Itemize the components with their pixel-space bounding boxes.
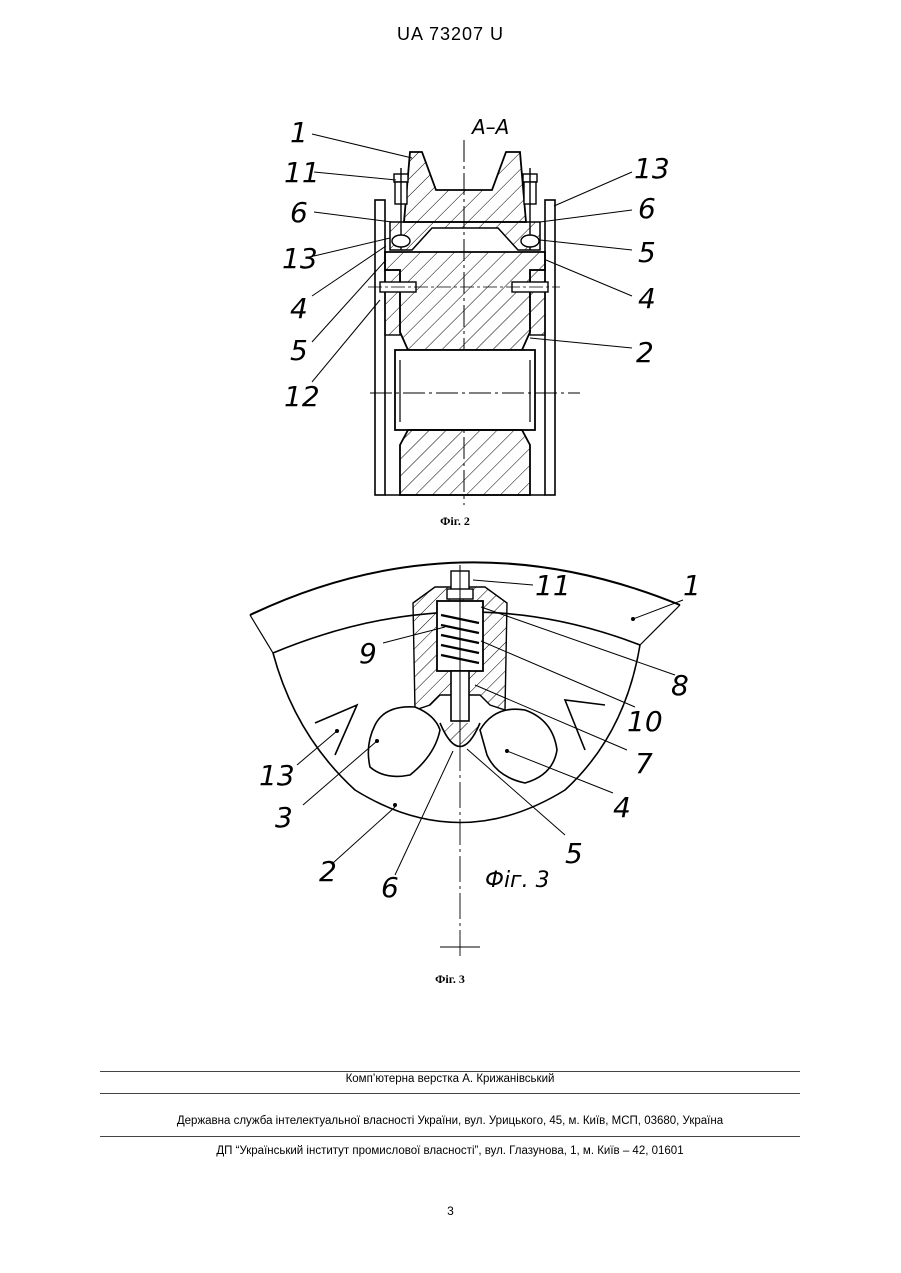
fig3-ball-socket bbox=[440, 723, 480, 747]
fig3-label-7: 7 bbox=[635, 747, 653, 780]
fig2-label-12: 12 bbox=[284, 380, 320, 413]
figure-2-caption: Фіг. 2 bbox=[435, 514, 475, 529]
fig2-part-2-upper bbox=[385, 252, 545, 350]
fig2-label-4-left: 4 bbox=[290, 292, 308, 325]
figure-3-drawing: 11 1 9 8 10 7 13 3 4 2 5 6 Фіг. 3 bbox=[235, 545, 705, 965]
fig2-part-2-lower bbox=[400, 430, 530, 495]
patent-number-header: UA 73207 U bbox=[0, 24, 901, 45]
fig2-section-label: A–A bbox=[470, 115, 509, 139]
fig3-label-9: 9 bbox=[359, 637, 377, 670]
fig2-label-4-right: 4 bbox=[638, 282, 656, 315]
fig3-bracket-13-right bbox=[565, 700, 605, 750]
fig3-label-10: 10 bbox=[627, 705, 663, 738]
fig3-label-11: 11 bbox=[535, 569, 571, 602]
fig2-left-plate bbox=[375, 200, 385, 495]
footer-layout-credit: Комп’ютерна верстка А. Крижанівський bbox=[100, 1073, 800, 1085]
figure-2-drawing: A–A 1 11 6 13 4 5 12 13 6 5 4 2 bbox=[240, 110, 680, 510]
footer-institute: ДП “Український інститут промислової вла… bbox=[100, 1145, 800, 1157]
footer-agency: Державна служба інтелектуальної власност… bbox=[100, 1115, 800, 1127]
fig2-bore bbox=[395, 350, 535, 430]
figure-3-caption: Фіг. 3 bbox=[425, 972, 475, 987]
fig3-label-1: 1 bbox=[683, 569, 701, 602]
footer-rule-1 bbox=[100, 1071, 800, 1072]
fig2-part-1 bbox=[404, 152, 526, 222]
fig3-label-4: 4 bbox=[613, 791, 631, 824]
footer-rule-3 bbox=[100, 1136, 800, 1137]
fig2-label-5-right: 5 bbox=[638, 236, 656, 269]
fig3-label-3: 3 bbox=[275, 801, 293, 834]
fig3-inline-caption: Фіг. 3 bbox=[485, 868, 550, 893]
fig3-jaw-4 bbox=[480, 709, 557, 783]
fig3-label-5: 5 bbox=[565, 837, 583, 870]
fig2-label-1: 1 bbox=[290, 116, 308, 149]
fig3-label-13: 13 bbox=[259, 759, 295, 792]
footer-rule-2 bbox=[100, 1093, 800, 1094]
fig2-label-11: 11 bbox=[284, 156, 320, 189]
fig2-label-2: 2 bbox=[636, 336, 654, 369]
fig2-label-6-left: 6 bbox=[290, 196, 308, 229]
fig3-jaw-3 bbox=[368, 707, 440, 777]
fig3-label-6: 6 bbox=[381, 871, 399, 904]
fig3-label-2: 2 bbox=[319, 855, 337, 888]
fig2-block-left bbox=[385, 270, 400, 335]
fig2-label-13-right: 13 bbox=[634, 152, 670, 185]
fig3-label-8: 8 bbox=[671, 669, 689, 702]
fig2-part-6 bbox=[390, 222, 540, 250]
fig2-right-plate bbox=[545, 200, 555, 495]
fig2-label-5-left: 5 bbox=[290, 334, 308, 367]
fig2-block-right bbox=[530, 270, 545, 335]
page-number: 3 bbox=[0, 1204, 901, 1218]
fig2-label-6-right: 6 bbox=[638, 192, 656, 225]
fig2-label-13-left: 13 bbox=[282, 242, 318, 275]
